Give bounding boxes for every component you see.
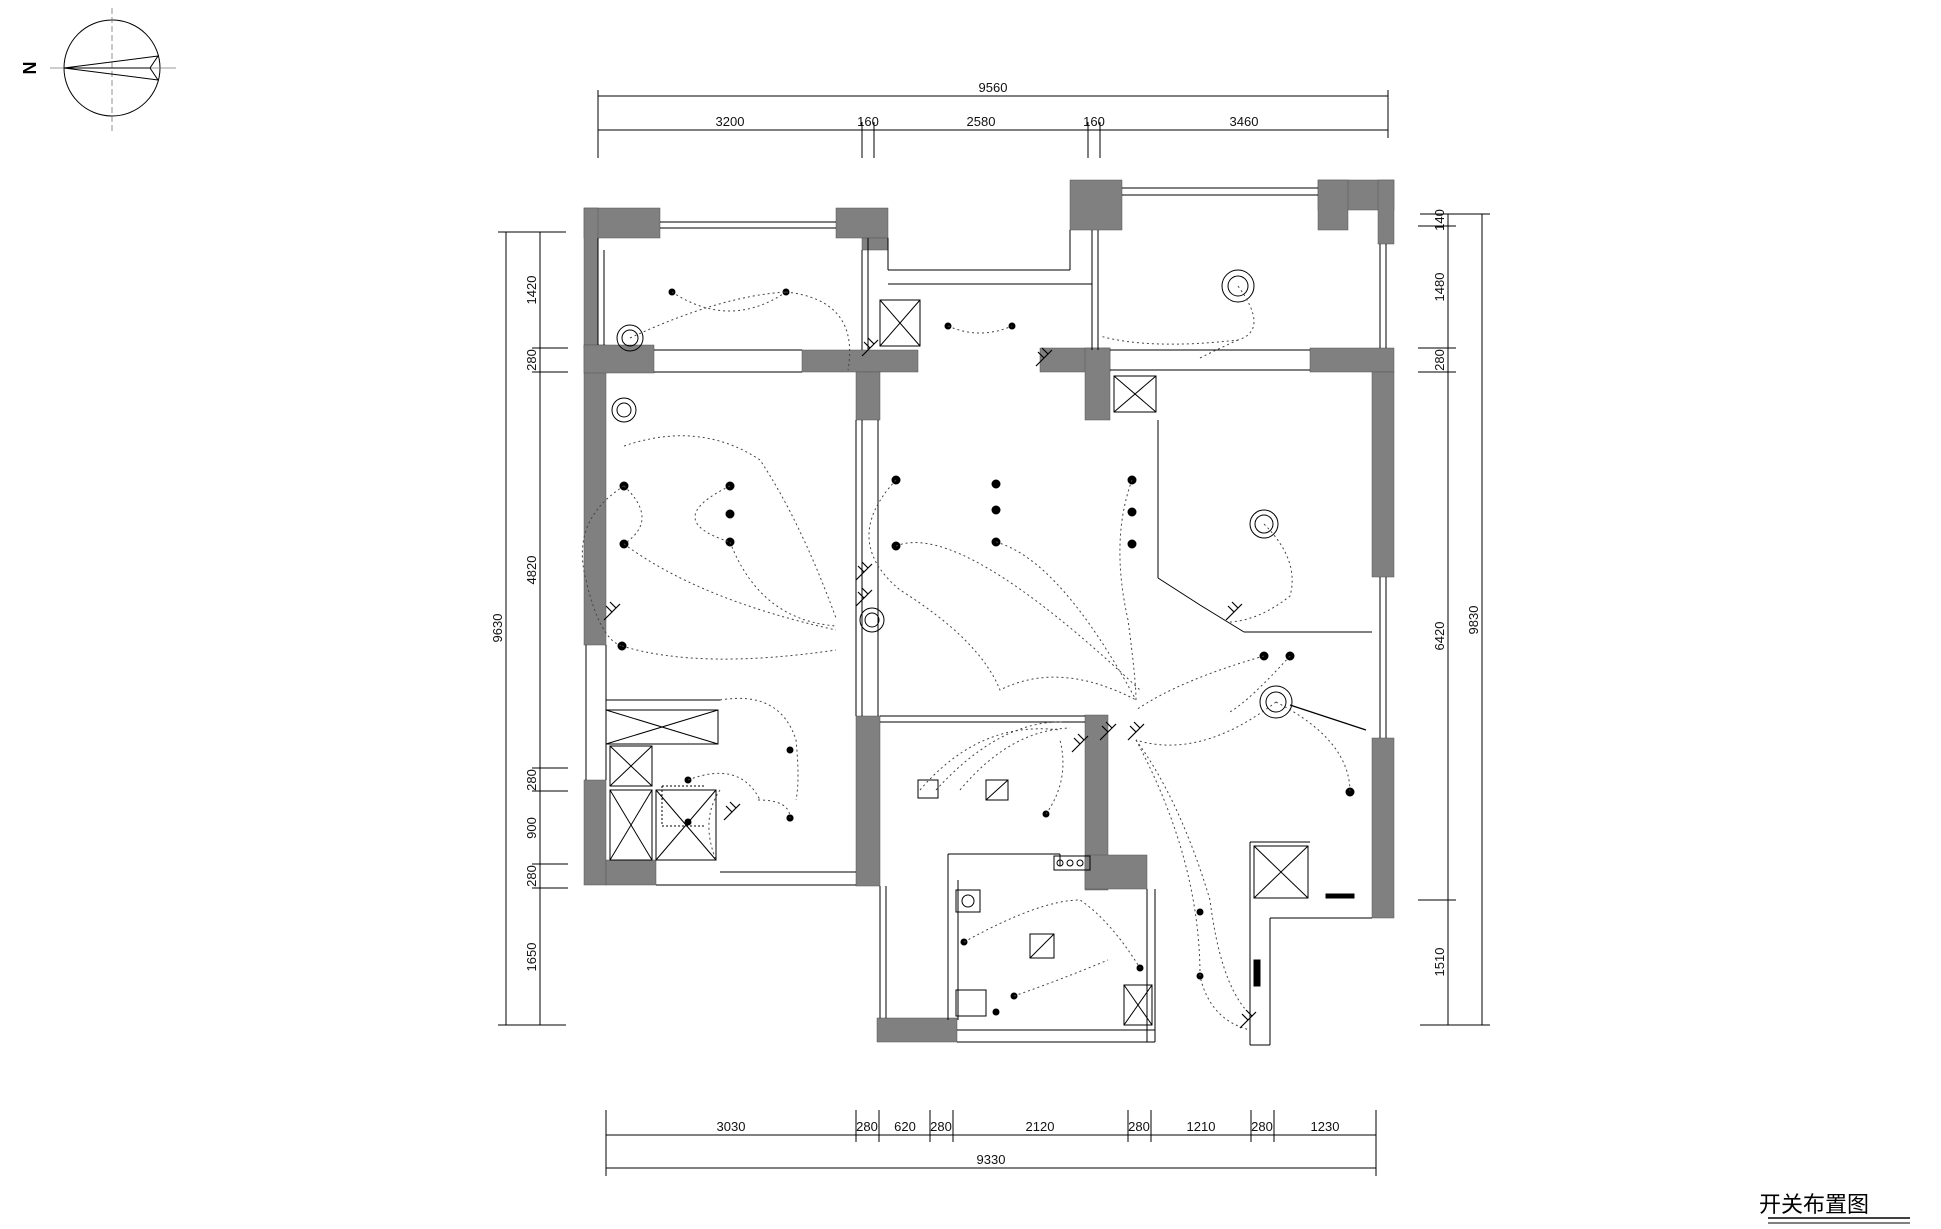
switch-symbols xyxy=(603,337,1257,1029)
dim-top-seg: 160 xyxy=(857,114,879,129)
dim-left-seg: 280 xyxy=(524,349,539,371)
shaft-boxes xyxy=(605,299,1309,1026)
dim-bottom-seg: 3030 xyxy=(717,1119,746,1134)
dim-top-total: 9560 xyxy=(979,80,1008,95)
dim-left-seg: 4820 xyxy=(524,556,539,585)
dim-right-seg: 1480 xyxy=(1432,273,1447,302)
dim-bottom-seg: 280 xyxy=(856,1119,878,1134)
dim-top-seg: 2580 xyxy=(967,114,996,129)
dim-bottom-seg: 280 xyxy=(1251,1119,1273,1134)
dimension-lines xyxy=(498,90,1490,1176)
dim-left-seg: 280 xyxy=(524,769,539,791)
dim-bottom-seg: 1230 xyxy=(1311,1119,1340,1134)
dim-left-seg: 900 xyxy=(524,817,539,839)
drawing-title: 开关布置图 xyxy=(1759,1193,1869,1218)
dim-top-seg: 3460 xyxy=(1230,114,1259,129)
downlight-markers xyxy=(617,288,1355,1016)
dim-bottom-seg: 2120 xyxy=(1026,1119,1055,1134)
dim-bottom-seg: 280 xyxy=(1128,1119,1150,1134)
wiring-paths xyxy=(581,285,1351,1031)
dim-bottom-seg: 280 xyxy=(930,1119,952,1134)
wall-lines xyxy=(585,187,1387,1046)
ceiling-light-fixtures xyxy=(917,779,1055,1017)
dim-left-seg: 1420 xyxy=(524,276,539,305)
north-arrow-icon: N xyxy=(20,8,176,132)
dim-right-seg: 280 xyxy=(1432,349,1447,371)
dim-top-seg: 160 xyxy=(1083,114,1105,129)
dim-right-total: 9830 xyxy=(1466,606,1481,635)
dim-right-seg: 6420 xyxy=(1432,622,1447,651)
north-label: N xyxy=(20,62,40,75)
dim-bottom-seg: 620 xyxy=(894,1119,916,1134)
dimension-labels: 9560 3200 160 2580 160 3460 3030 280 620… xyxy=(490,80,1481,1167)
dim-left-total: 9630 xyxy=(490,614,505,643)
dim-top-seg: 3200 xyxy=(716,114,745,129)
drawing-title-block: 开关布置图 xyxy=(1759,1193,1910,1224)
dim-right-seg: 1510 xyxy=(1432,948,1447,977)
dim-bottom-seg: 1210 xyxy=(1187,1119,1216,1134)
dim-left-seg: 1650 xyxy=(524,943,539,972)
dim-left-seg: 280 xyxy=(524,865,539,887)
dim-bottom-total: 9330 xyxy=(977,1152,1006,1167)
dim-right-seg: 140 xyxy=(1432,209,1447,231)
round-light-icons xyxy=(611,269,1293,719)
walls xyxy=(583,179,1395,1043)
kitchen-counter xyxy=(661,704,1367,987)
